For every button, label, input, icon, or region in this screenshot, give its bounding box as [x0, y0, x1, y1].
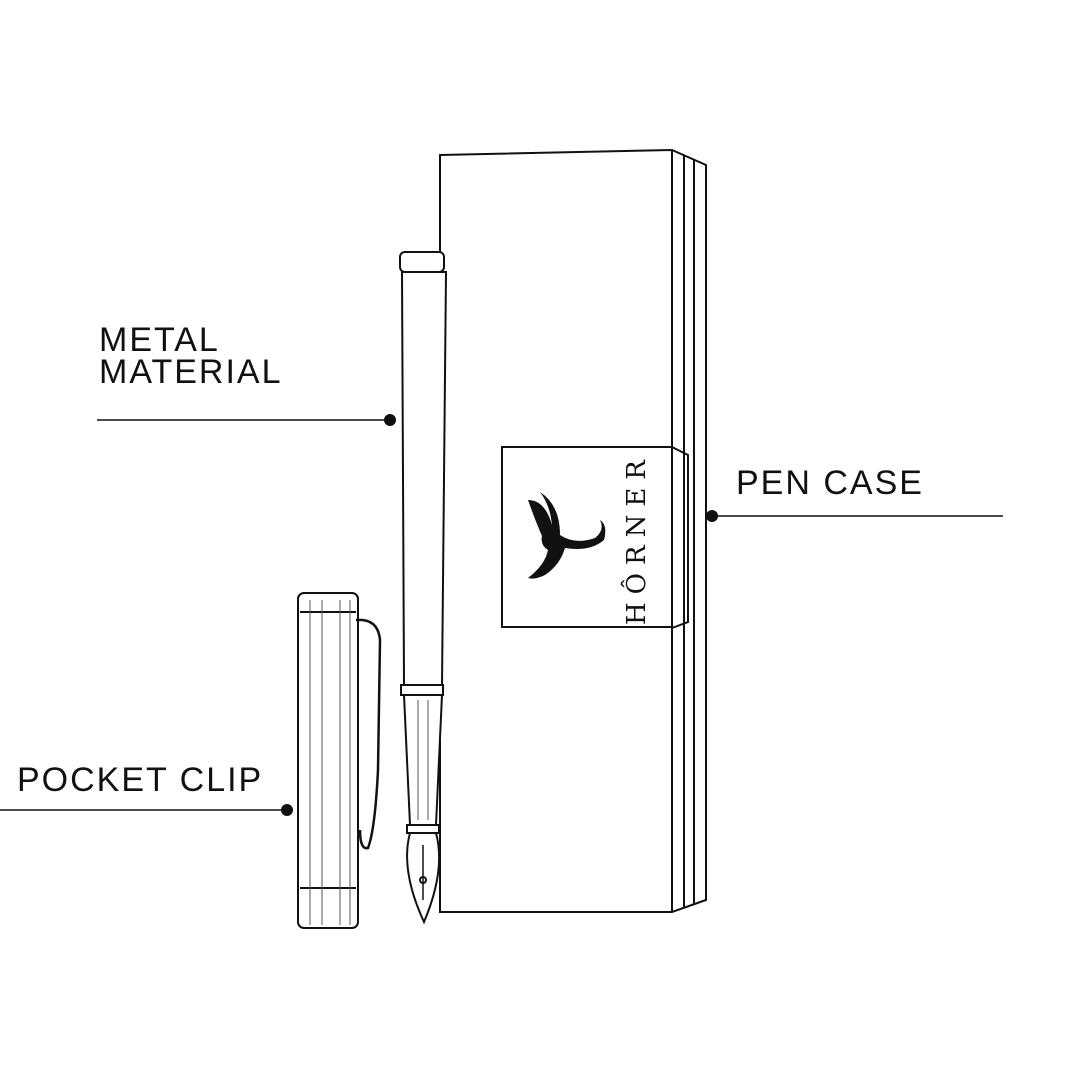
- pen-case-drawing: [439, 148, 707, 913]
- metal-material-label: METAL MATERIAL: [99, 321, 283, 391]
- pen-drawing: [399, 251, 448, 925]
- pen-cap-drawing: [297, 592, 382, 929]
- brand-name: HÔRNER: [620, 452, 652, 625]
- phoenix-logo-icon: [528, 492, 606, 579]
- brand-label-panel: [501, 446, 673, 628]
- metal-material-dot: [384, 414, 396, 426]
- metal-material-line1: METAL: [99, 321, 220, 359]
- pocket-clip-label: POCKET CLIP: [17, 761, 264, 799]
- pen-case-dot: [706, 510, 718, 522]
- metal-material-line2: MATERIAL: [99, 353, 283, 391]
- label-wrap: [671, 446, 689, 629]
- pocket-clip-dot: [281, 804, 293, 816]
- pen-case-label: PEN CASE: [736, 464, 924, 502]
